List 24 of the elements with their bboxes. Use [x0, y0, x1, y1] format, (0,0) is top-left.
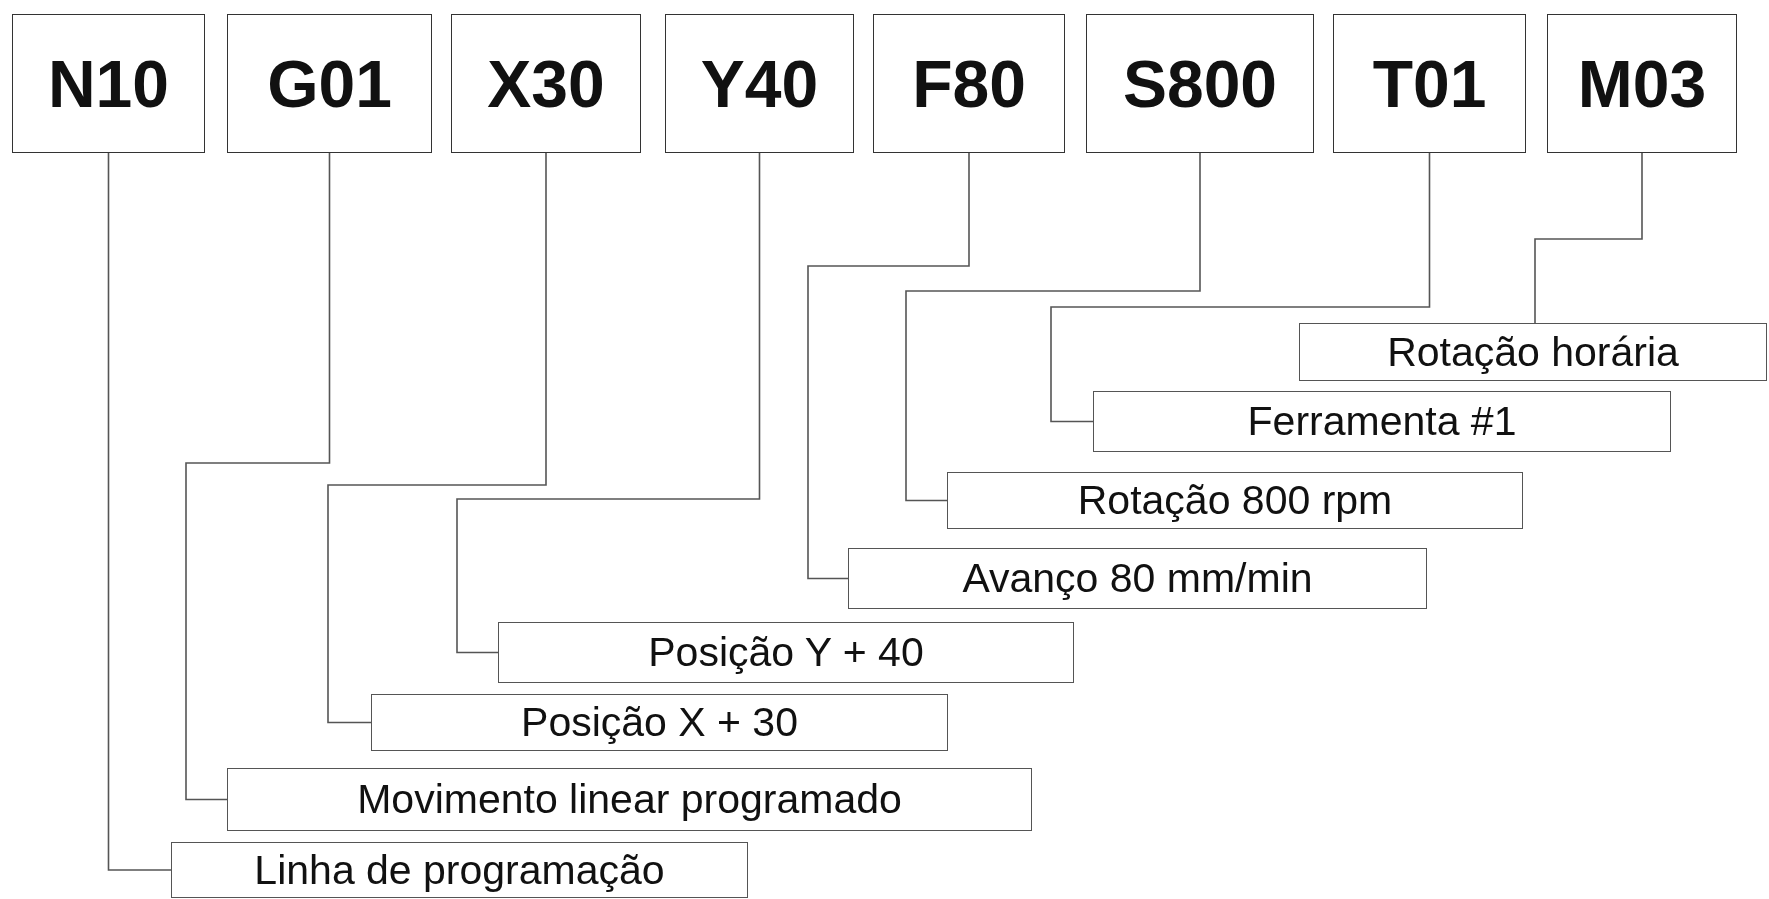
label-box: Movimento linear programado [227, 768, 1032, 831]
leader-line [905, 152, 1201, 502]
leader-line [107, 152, 172, 871]
label-box: Rotação horária [1299, 323, 1767, 381]
leader-line [1050, 152, 1431, 423]
leader-line [327, 152, 547, 724]
leader-line [807, 152, 970, 580]
code-box: Y40 [665, 14, 854, 153]
label-box: Posição Y + 40 [498, 622, 1074, 683]
code-box: X30 [451, 14, 641, 153]
code-box: G01 [227, 14, 432, 153]
code-box: T01 [1333, 14, 1526, 153]
code-box: F80 [873, 14, 1065, 153]
leader-line [185, 152, 331, 801]
label-box: Ferramenta #1 [1093, 391, 1671, 452]
code-box: N10 [12, 14, 205, 153]
label-box: Posição X + 30 [371, 694, 948, 751]
label-box: Avanço 80 mm/min [848, 548, 1427, 609]
leader-line [1534, 152, 1643, 324]
label-box: Linha de programação [171, 842, 748, 898]
code-box: M03 [1547, 14, 1737, 153]
leader-line [456, 152, 761, 654]
code-box: S800 [1086, 14, 1314, 153]
label-box: Rotação 800 rpm [947, 472, 1523, 529]
